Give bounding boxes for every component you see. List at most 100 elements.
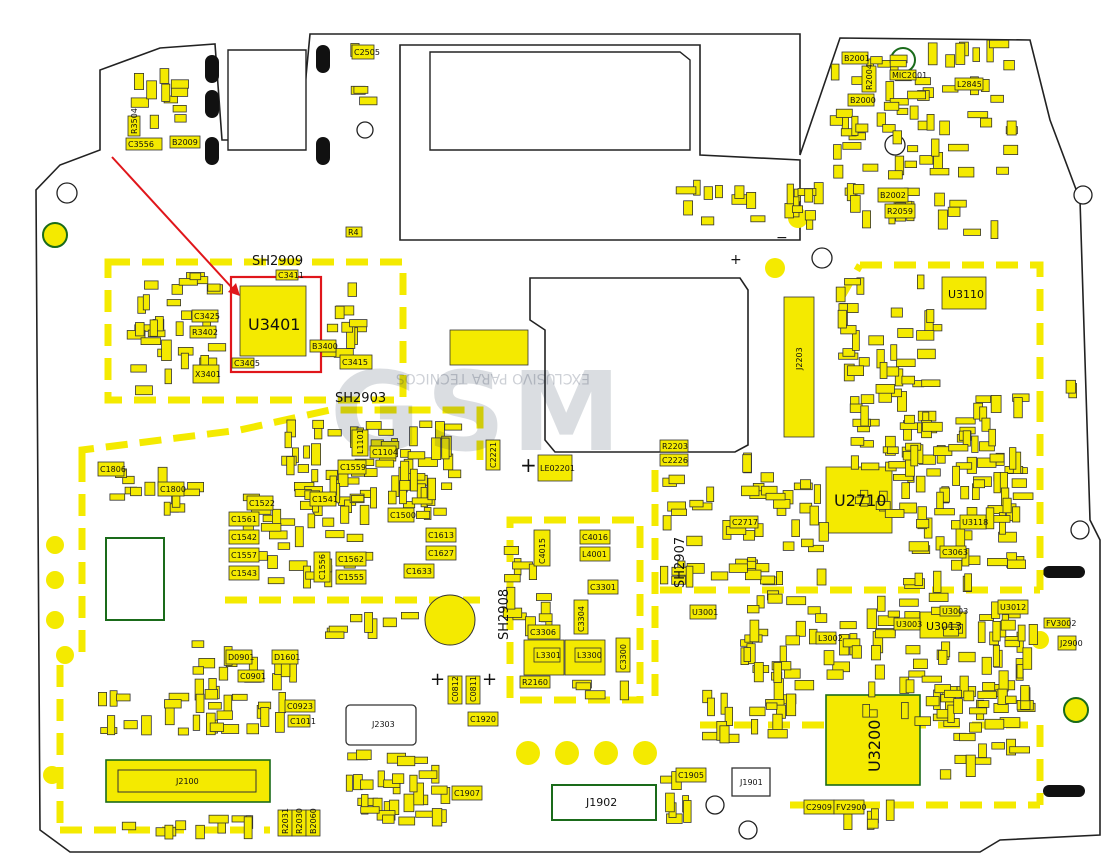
small-component [955, 42, 966, 65]
small-component [888, 170, 903, 180]
small-component [204, 689, 219, 700]
small-component [353, 86, 369, 94]
component-label-c2221: C2221 [489, 442, 498, 468]
small-component [751, 719, 759, 735]
small-component [749, 706, 766, 717]
small-component [844, 278, 861, 286]
small-component [107, 715, 116, 736]
component-d0901-body [225, 649, 253, 665]
small-component [361, 794, 369, 815]
small-component [765, 492, 786, 501]
small-component [1028, 624, 1038, 646]
small-components [98, 39, 1078, 840]
small-component [892, 130, 903, 145]
component-l2845-body [954, 77, 984, 91]
small-component [929, 167, 950, 176]
small-component [875, 383, 895, 394]
component-u3001-body [689, 604, 717, 620]
component-c0901-body [237, 669, 265, 683]
component-label-c1633: C1633 [406, 567, 432, 576]
label-sh2909: SH2909 [252, 254, 303, 269]
component-u3012-body [997, 599, 1029, 615]
small-component [823, 650, 835, 666]
small-component [745, 569, 762, 581]
component-label-l4001: L4001 [582, 550, 607, 559]
small-component [990, 394, 1002, 413]
small-component [971, 435, 979, 453]
small-component [939, 120, 950, 136]
black-pad-7 [1043, 785, 1085, 797]
small-component [949, 199, 967, 208]
small-component [328, 625, 348, 633]
small-component [163, 501, 171, 516]
black-pad-5 [316, 137, 330, 165]
small-component [377, 770, 385, 788]
small-component [934, 192, 945, 207]
plus-marker-3: + [482, 669, 497, 690]
small-component [350, 614, 363, 623]
component-c0812-body [447, 675, 463, 705]
small-component [272, 508, 282, 524]
component-c1562-body [335, 551, 367, 567]
small-component [913, 658, 928, 669]
small-component [785, 635, 800, 646]
small-component [850, 195, 861, 213]
small-component [710, 571, 729, 581]
small-component [706, 486, 715, 503]
component-b2000-body [847, 93, 875, 107]
component-x3401-body [192, 364, 220, 384]
small-component [346, 533, 364, 543]
component-label-c1800: C1800 [160, 485, 186, 494]
small-component [999, 512, 1006, 535]
small-component [441, 482, 453, 490]
small-component [349, 319, 368, 328]
small-component [910, 444, 919, 467]
black-pad-4 [316, 45, 330, 73]
small-component [945, 54, 956, 68]
small-component [741, 485, 760, 497]
black-pad-6 [1043, 566, 1085, 578]
small-component [130, 97, 149, 108]
small-component [278, 692, 286, 714]
small-component [360, 806, 380, 814]
component-c2226-body [659, 453, 689, 467]
component-c1806-body [97, 461, 125, 477]
small-component [904, 160, 918, 169]
component-label-c1920: C1920 [470, 715, 496, 724]
small-component [297, 464, 310, 473]
small-component [860, 405, 869, 427]
small-component [324, 631, 345, 639]
small-component [671, 575, 686, 585]
small-component [904, 414, 915, 424]
left-cutout [227, 49, 307, 151]
small-component [936, 491, 944, 510]
small-component [164, 824, 174, 840]
small-component [988, 428, 996, 447]
component-c0811-body [465, 675, 481, 705]
component-c1633-body [403, 563, 435, 579]
small-component [166, 299, 182, 307]
small-component [382, 617, 397, 628]
component-label-r2059: R2059 [887, 207, 913, 216]
small-component [776, 571, 783, 586]
small-component [980, 117, 993, 128]
center-cutout [529, 277, 749, 453]
component-label-b3400: B3400 [312, 342, 338, 351]
component-c1559-body [337, 459, 367, 475]
component-label-d1601: D1601 [274, 653, 301, 662]
small-component [441, 437, 450, 460]
component-label-u3003b: U3003 [942, 607, 968, 616]
small-component [849, 403, 863, 413]
component-label-c1905: C1905 [678, 771, 704, 780]
small-component [925, 696, 940, 707]
small-component [431, 808, 443, 827]
small-component [842, 348, 856, 357]
label-sh2903: SH2903 [335, 391, 386, 406]
small-component [991, 742, 1005, 750]
small-component [856, 277, 865, 295]
component-label-l2845: L2845 [957, 80, 982, 89]
small-component [815, 613, 828, 623]
small-component [804, 210, 816, 221]
component-label-c3301: C3301 [590, 583, 616, 592]
